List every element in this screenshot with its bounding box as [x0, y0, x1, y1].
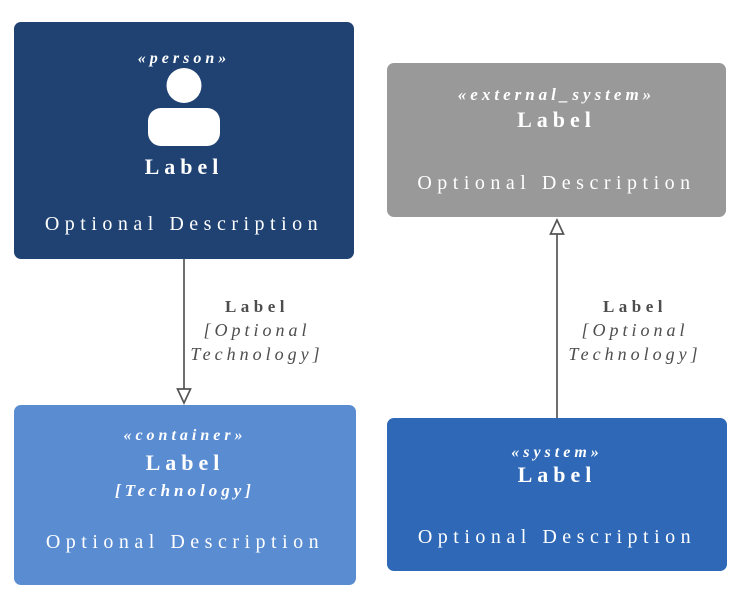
system-description: Optional Description: [417, 526, 697, 548]
container-label: Label: [145, 450, 225, 475]
edge-label-title: Label: [602, 297, 668, 316]
person-icon: [147, 68, 221, 151]
edge-label-person-to-container: Label [Optional Technology]: [157, 295, 357, 366]
container-technology: [Technology]: [115, 481, 255, 500]
arrowhead-down-icon: [176, 388, 192, 406]
edge-label-technology-line2: Technology]: [190, 344, 324, 364]
edge-label-technology-line1: [Optional: [203, 320, 311, 340]
node-person: «person» Label Optional Description: [14, 22, 354, 259]
external-system-label: Label: [517, 107, 596, 132]
node-external-system: «external_system» Label Optional Descrip…: [387, 63, 726, 217]
person-description: Optional Description: [44, 213, 324, 235]
node-container: «container» Label [Technology] Optional …: [14, 405, 356, 585]
node-system: «system» Label Optional Description: [387, 418, 727, 571]
system-stereotype: «system»: [511, 444, 603, 461]
edge-label-technology-line1: [Optional: [581, 320, 689, 340]
container-stereotype: «container»: [123, 427, 247, 444]
edge-label-system-to-external-system: Label [Optional Technology]: [535, 295, 735, 366]
edge-label-technology-line2: Technology]: [568, 344, 702, 364]
person-stereotype: «person»: [137, 50, 231, 67]
person-label: Label: [144, 154, 224, 179]
external-system-stereotype: «external_system»: [457, 85, 656, 104]
edge-label-title: Label: [224, 297, 290, 316]
container-description: Optional Description: [45, 531, 325, 553]
arrowhead-up-icon: [549, 217, 565, 235]
external-system-description: Optional Description: [417, 172, 696, 194]
system-label: Label: [517, 462, 597, 487]
